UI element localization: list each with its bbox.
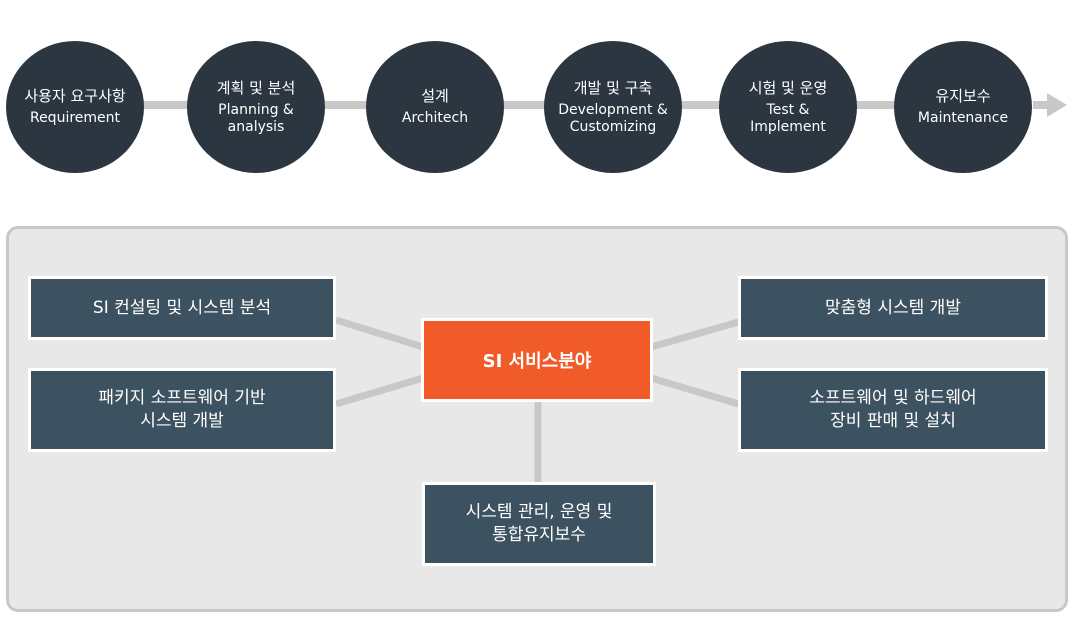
connector-3 (500, 101, 548, 109)
step-title: 유지보수 (935, 87, 991, 105)
step-subtitle: Test & Implement (750, 101, 826, 135)
step-title: 설계 (421, 87, 449, 105)
connector-1 (140, 101, 190, 109)
process-flow: 사용자 요구사항 Requirement 계획 및 분석 Planning & … (0, 0, 1072, 200)
service-box-system-management: 시스템 관리, 운영 및 통합유지보수 (422, 482, 656, 566)
step-subtitle: Requirement (29, 110, 121, 126)
link-left-bottom (334, 374, 425, 408)
step-maintenance: 유지보수 Maintenance (894, 41, 1032, 173)
service-center-box: SI 서비스분야 (421, 318, 653, 402)
link-right-bottom (650, 374, 743, 409)
service-box-si-consulting: SI 컨설팅 및 시스템 분석 (28, 276, 336, 340)
service-box-sw-hw-sales: 소프트웨어 및 하드웨어 장비 판매 및 설치 (738, 368, 1048, 452)
step-development: 개발 및 구축 Development & Customizing (544, 41, 682, 173)
arrow-shaft (1033, 101, 1049, 109)
step-title: 사용자 요구사항 (24, 87, 126, 105)
step-architecture: 설계 Architech (366, 41, 504, 173)
step-title: 계획 및 분석 (216, 78, 296, 97)
arrow-right-icon (1047, 93, 1067, 117)
link-right-top (650, 317, 743, 351)
service-box-custom-development: 맞춤형 시스템 개발 (738, 276, 1048, 340)
connector-4 (680, 101, 725, 109)
step-planning: 계획 및 분석 Planning & analysis (187, 41, 325, 173)
step-subtitle: Planning & analysis (218, 101, 294, 135)
step-title: 개발 및 구축 (573, 78, 653, 97)
step-requirement: 사용자 요구사항 Requirement (6, 41, 144, 173)
step-subtitle: Architech (401, 110, 469, 126)
connector-5 (855, 101, 900, 109)
connector-2 (325, 101, 370, 109)
service-box-package-software: 패키지 소프트웨어 기반 시스템 개발 (28, 368, 336, 452)
step-title: 시험 및 운영 (748, 78, 828, 97)
step-test: 시험 및 운영 Test & Implement (719, 41, 857, 173)
link-left-top (334, 316, 425, 351)
step-subtitle: Development & Customizing (558, 101, 668, 135)
step-subtitle: Maintenance (917, 110, 1009, 126)
